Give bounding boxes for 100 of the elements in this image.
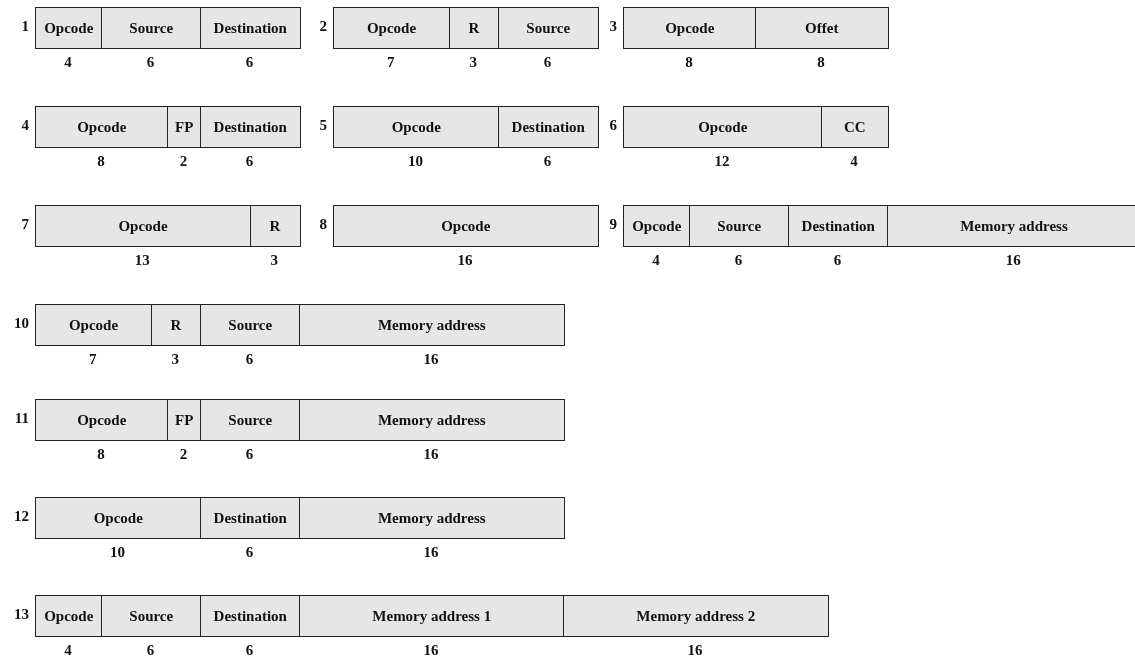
field-name: Opcode xyxy=(118,217,168,235)
bit-width: 6 xyxy=(245,642,254,657)
bit-width: 16 xyxy=(687,642,703,657)
field-name: Destination xyxy=(213,19,287,37)
field-name: Destination xyxy=(213,509,287,527)
field-name: Opcode xyxy=(44,19,94,37)
field-box xyxy=(689,205,790,247)
bit-width: 4 xyxy=(64,54,72,71)
field-box xyxy=(200,7,301,49)
field-box xyxy=(498,7,599,49)
field-name: Offet xyxy=(805,19,839,37)
bit-width: 6 xyxy=(245,153,254,170)
format-number: 11 xyxy=(14,410,29,427)
format-number: 7 xyxy=(21,216,29,233)
bit-width: 16 xyxy=(457,252,473,269)
field-box xyxy=(563,595,829,637)
field-box xyxy=(35,106,169,148)
bit-width: 13 xyxy=(134,252,150,269)
field-name: Memory address 1 xyxy=(372,607,492,625)
format-number: 13 xyxy=(14,606,29,623)
bit-width: 8 xyxy=(97,153,105,170)
field-name: Destination xyxy=(801,217,875,235)
field-name: Memory address xyxy=(960,217,1068,235)
field-box xyxy=(333,205,599,247)
bit-width: 6 xyxy=(543,54,552,71)
bit-width: 7 xyxy=(89,351,97,368)
field-name: Opcode xyxy=(366,19,417,37)
bit-width: 16 xyxy=(423,642,439,657)
field-box xyxy=(35,595,103,637)
field-name: FP xyxy=(175,118,194,136)
field-box xyxy=(333,106,500,148)
field-name: Opcode xyxy=(77,118,127,136)
bit-width: 6 xyxy=(245,446,254,463)
bit-width: 3 xyxy=(171,351,179,368)
field-name: Opcode xyxy=(93,509,143,527)
bit-width: 10 xyxy=(110,544,125,561)
field-name: Opcode xyxy=(44,607,94,625)
field-name: Destination xyxy=(511,118,585,136)
field-name: R xyxy=(170,316,182,334)
format-number: 12 xyxy=(14,508,29,525)
field-name: Source xyxy=(717,217,762,235)
bit-width: 8 xyxy=(685,54,693,71)
field-name: Destination xyxy=(213,118,287,136)
bit-width: 2 xyxy=(179,153,188,170)
bit-width: 6 xyxy=(146,54,155,71)
field-box xyxy=(35,399,169,441)
field-name: R xyxy=(468,19,480,37)
field-box xyxy=(299,399,565,441)
format-number: 9 xyxy=(609,216,617,233)
field-name: Memory address xyxy=(377,411,486,429)
field-name: Memory address 2 xyxy=(636,607,756,625)
bit-width: 16 xyxy=(423,446,439,463)
field-box xyxy=(35,205,251,247)
field-name: Source xyxy=(228,411,273,429)
bit-width: 6 xyxy=(833,252,842,269)
field-box xyxy=(299,304,565,346)
format-number: 4 xyxy=(21,117,29,134)
field-name: Opcode xyxy=(665,19,715,37)
field-box xyxy=(150,304,202,346)
field-box xyxy=(299,497,565,539)
format-number: 5 xyxy=(319,117,327,134)
field-name: Source xyxy=(526,19,571,37)
field-name: Opcode xyxy=(68,316,119,334)
bit-width: 16 xyxy=(423,544,439,561)
field-box xyxy=(101,595,202,637)
bit-width: 2 xyxy=(179,446,188,463)
field-box xyxy=(200,304,301,346)
bit-width: 6 xyxy=(245,351,254,368)
field-box xyxy=(333,7,450,49)
field-box xyxy=(623,7,757,49)
bit-width: 8 xyxy=(97,446,105,463)
field-box xyxy=(200,497,301,539)
field-box xyxy=(167,106,202,148)
field-name: Opcode xyxy=(632,217,682,235)
field-box xyxy=(101,7,202,49)
field-box xyxy=(755,7,889,49)
field-box xyxy=(821,106,889,148)
bit-width: 6 xyxy=(245,544,254,561)
bit-width: 6 xyxy=(146,642,155,657)
bit-width: 4 xyxy=(850,153,858,170)
bit-width: 16 xyxy=(423,351,439,368)
bit-width: 4 xyxy=(652,252,660,269)
field-box xyxy=(299,595,565,637)
field-box xyxy=(35,7,103,49)
field-box xyxy=(200,595,301,637)
field-box xyxy=(887,205,1135,247)
bit-width: 3 xyxy=(270,252,278,269)
field-name: Source xyxy=(228,316,273,334)
field-box xyxy=(35,304,152,346)
field-box xyxy=(498,106,599,148)
field-name: Source xyxy=(129,19,174,37)
bit-width: 16 xyxy=(1005,252,1021,269)
bit-width: 8 xyxy=(817,54,825,71)
field-box xyxy=(167,399,202,441)
field-name: Opcode xyxy=(698,118,748,136)
bit-width: 6 xyxy=(245,54,254,71)
format-number: 8 xyxy=(319,216,327,233)
bit-width: 6 xyxy=(734,252,743,269)
field-box xyxy=(35,497,202,539)
format-number: 10 xyxy=(14,315,29,332)
